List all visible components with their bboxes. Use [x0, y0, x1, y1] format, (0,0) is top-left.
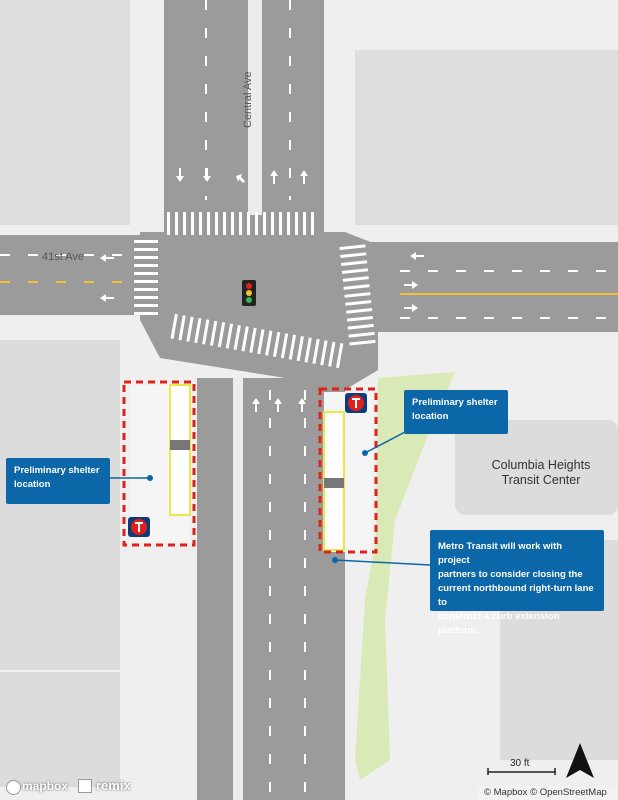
transit-center-label: Columbia Heights Transit Center	[482, 458, 600, 488]
callout-shelter-west-line1: Preliminary shelter	[14, 465, 100, 476]
lane-arrow-icon	[100, 168, 424, 412]
crosswalk-west	[134, 240, 158, 315]
mapbox-brand-label[interactable]: mapbox	[22, 779, 69, 793]
callout-shelter-east-line1: Preliminary shelter	[412, 397, 498, 408]
leader-curb	[334, 559, 431, 566]
mapbox-logo-icon[interactable]	[6, 780, 21, 795]
center-lines	[0, 281, 618, 295]
building-west	[0, 340, 120, 670]
callout-shelter-east-line2: location	[412, 411, 449, 422]
intersection-area	[140, 232, 378, 388]
callout-curb-line1: Metro Transit will work with project	[438, 541, 563, 566]
transit-center-line1: Columbia Heights	[491, 458, 591, 472]
median-north	[248, 0, 262, 215]
transit-center-line2: Transit Center	[501, 473, 581, 487]
crosswalk-south	[170, 313, 344, 369]
building-transit-center	[455, 420, 618, 515]
metro-transit-logo-icon	[128, 393, 367, 537]
north-arrow-icon	[566, 743, 594, 778]
central-ave-north	[164, 0, 324, 235]
callout-curb-extension: Metro Transit will work with project par…	[430, 530, 604, 636]
callout-shelter-east: Preliminary shelter location	[404, 390, 508, 434]
building-southwest	[0, 672, 120, 787]
greenspace	[355, 372, 455, 780]
callout-shelter-west: Preliminary shelter location	[6, 458, 110, 504]
traffic-signal-icon	[242, 280, 256, 306]
callout-curb-line4: construct a curb extension platform.	[438, 611, 560, 636]
ave-41st-west	[0, 235, 160, 315]
crosswalk-north	[167, 212, 314, 235]
callout-curb-line2: partners to consider closing the	[438, 569, 583, 580]
street-label-41st-ave: 41st Ave	[42, 251, 84, 263]
platform-east-outline	[318, 387, 378, 554]
building-northeast	[355, 50, 618, 225]
scale-bar	[487, 768, 556, 775]
remix-logo-icon	[78, 779, 92, 793]
platform-west-outline	[122, 380, 196, 547]
callout-shelter-west-line2: location	[14, 479, 51, 490]
building-northwest	[0, 0, 130, 225]
map-attribution[interactable]: © Mapbox © OpenStreetMap	[484, 787, 607, 798]
remix-brand-label: remix	[96, 778, 131, 793]
scale-label: 30 ft	[510, 758, 530, 769]
median-south	[233, 378, 243, 800]
leader-east	[364, 431, 406, 454]
callout-curb-line3: current northbound right-turn lane to	[438, 583, 594, 608]
crosswalk-east	[339, 244, 376, 346]
street-label-central-ave: Central Ave	[242, 71, 254, 128]
